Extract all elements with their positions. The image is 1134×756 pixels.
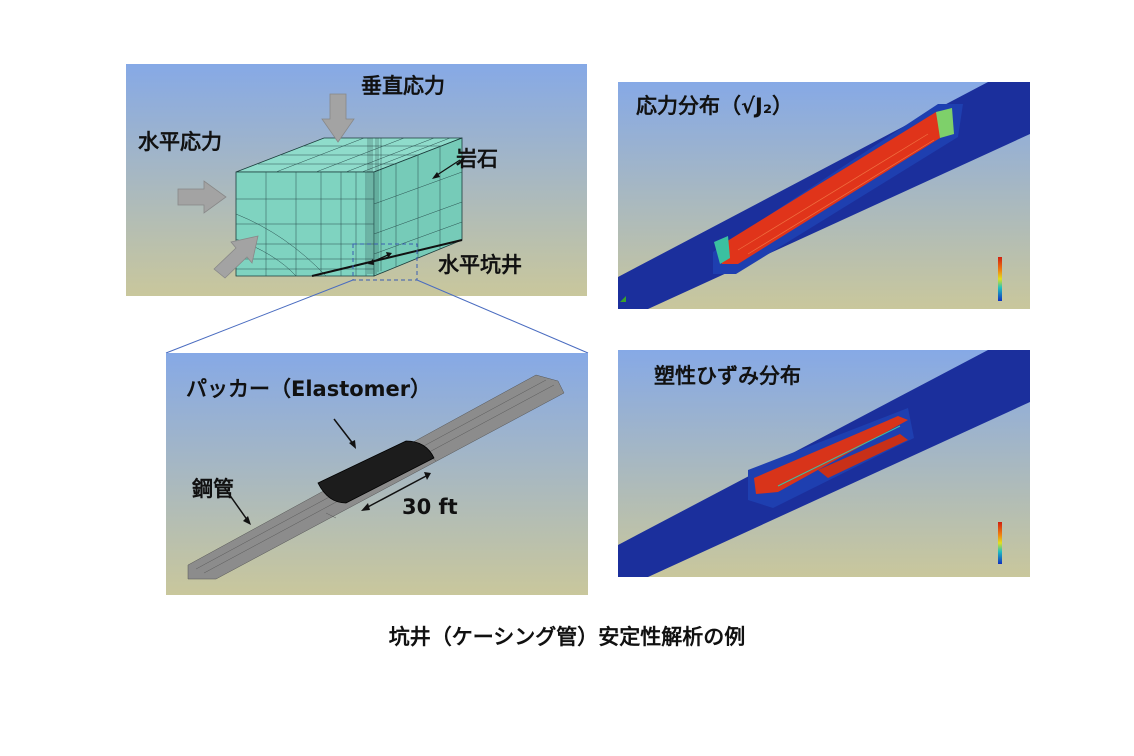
figure-caption: 坑井（ケーシング管）安定性解析の例	[388, 625, 746, 649]
label-horizontal-stress: 水平応力	[138, 130, 222, 154]
label-rock: 岩石	[456, 147, 498, 171]
rock-block-figure	[126, 64, 587, 296]
label-horizontal-well: 水平坑井	[438, 253, 522, 277]
stress-title: 応力分布（√J₂）	[636, 94, 794, 118]
plastic-strain-panel: 塑性ひずみ分布	[618, 350, 1030, 577]
plastic-strain-figure	[618, 350, 1030, 577]
stress-distribution-panel: 応力分布（√J₂）	[618, 82, 1030, 309]
rock-block-panel: 垂直応力 水平応力 岩石 水平坑井	[126, 64, 587, 296]
horizontal-stress-arrow-2	[213, 235, 259, 279]
packer-figure	[166, 353, 588, 595]
strain-zone	[754, 416, 908, 494]
label-packer: パッカー（Elastomer）	[186, 377, 432, 401]
packer-zoom-panel: パッカー（Elastomer） 鋼管 30 ft	[166, 353, 588, 595]
label-length: 30 ft	[402, 495, 458, 519]
color-legend-strain	[998, 522, 1002, 564]
stress-zone	[716, 112, 944, 264]
horizontal-stress-arrow-1	[177, 180, 227, 214]
strain-title: 塑性ひずみ分布	[654, 364, 801, 388]
packer-elastomer	[317, 440, 435, 504]
stress-distribution-figure	[618, 82, 1030, 309]
color-legend	[998, 257, 1002, 301]
label-steel-pipe: 鋼管	[192, 477, 234, 501]
vertical-stress-arrow	[321, 93, 355, 143]
label-vertical-stress: 垂直応力	[361, 74, 445, 98]
